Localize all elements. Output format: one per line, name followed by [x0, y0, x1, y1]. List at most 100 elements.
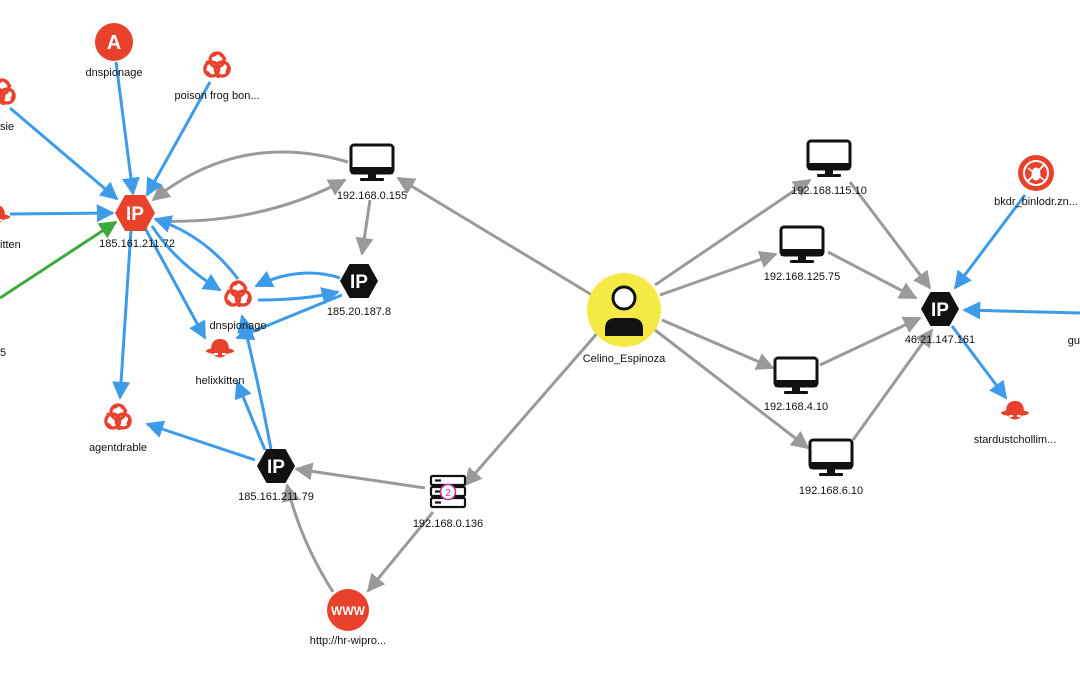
www-icon [327, 589, 369, 631]
node-sie-partial[interactable]: sie [0, 78, 16, 133]
hacker-icon [206, 339, 234, 358]
node-label: 192.168.0.136 [413, 518, 483, 530]
monitor-icon [808, 438, 854, 478]
monitor-icon [806, 139, 852, 179]
edge-ip208-to-dnspionage-mid [254, 270, 341, 288]
edge-410-to-ip46 [819, 316, 922, 367]
node-www-hr-wipro[interactable]: WWW http://hr-wipro... [310, 589, 386, 647]
node-label: 185.161.211.79 [238, 491, 314, 503]
node-label: 5 [0, 347, 6, 359]
node-agentdrable[interactable]: agentdrable [89, 403, 147, 454]
node-label: stardustchollim... [974, 434, 1057, 446]
node-host-192-168-0-155[interactable]: 192.168.0.155 [337, 143, 407, 202]
edges [0, 61, 1080, 593]
server-icon: 2 [429, 474, 467, 509]
node-label: agentdrable [89, 442, 147, 454]
biohazard-icon [224, 280, 252, 308]
ip-text: IP [931, 300, 949, 321]
node-label: 46.21.147.161 [905, 334, 975, 346]
node-label: 192.168.6.10 [799, 485, 863, 497]
node-label: http://hr-wipro... [310, 635, 386, 647]
node-host-192-168-125-75[interactable]: 192.168.125.75 [764, 225, 840, 283]
edge-poisonfrog-to-ip72 [145, 81, 212, 197]
edge-green-to-ip72 [0, 220, 118, 300]
biohazard-icon [0, 78, 16, 106]
edge-ip72-to-agentdrable [112, 229, 133, 400]
edge-celino-to-11510 [654, 178, 812, 287]
edge-itten-to-ip72 [9, 204, 115, 223]
node-stardustchollima[interactable]: stardustchollim... [974, 401, 1057, 446]
edge-ip72-to-dnspionage-mid [150, 225, 222, 292]
node-helixkitten[interactable]: helixkitten [196, 339, 245, 387]
biohazard-icon [104, 403, 132, 431]
edge-celino-to-610 [654, 328, 810, 450]
node-label: 185.20.187.8 [327, 306, 391, 318]
node-5-partial[interactable]: 5 [0, 347, 6, 359]
node-label: dnspionage [210, 320, 267, 332]
edge-gu-to-ip46 [962, 301, 1080, 320]
edge-celino-to-12575 [659, 250, 778, 297]
node-ip-185-161-211-79[interactable]: IP 185.161.211.79 [238, 449, 314, 503]
ip-text: IP [267, 457, 285, 478]
node-label: 192.168.115.10 [791, 185, 867, 197]
node-label: 192.168.125.75 [764, 271, 840, 283]
edge-celino-to-410 [661, 318, 775, 370]
node-gu-partial[interactable]: gu [1068, 335, 1080, 347]
edge-www-to-ip79 [281, 483, 335, 593]
edge-0155-to-ip72 [151, 150, 349, 202]
node-label: 185.161.211.72 [99, 238, 175, 250]
node-person-celino-espinoza[interactable]: Celino_Espinoza [583, 273, 666, 365]
node-ip-185-161-211-72[interactable]: IP 185.161.211.72 [99, 195, 175, 250]
edge-0136-to-www [366, 511, 435, 593]
edge-sie-to-ip72 [9, 106, 119, 201]
node-label: poison frog bon... [174, 90, 259, 102]
node-itten-partial[interactable]: itten [0, 205, 21, 251]
node-label: helixkitten [196, 375, 245, 387]
hacker-icon [1001, 401, 1029, 420]
edge-ip79-to-dnspionage-mid [237, 314, 273, 450]
edge-celino-to-0155 [396, 176, 593, 297]
node-host-192-168-4-10[interactable]: 192.168.4.10 [764, 356, 828, 413]
www-text: WWW [331, 604, 366, 618]
edge-11510-to-ip46 [848, 181, 932, 290]
no-bug-icon [1018, 155, 1054, 191]
node-dnspionage-mid[interactable]: dnspionage [210, 280, 267, 332]
edge-ip72-to-helixkitten [143, 227, 207, 340]
edge-bkdr-to-ip46 [953, 194, 1027, 290]
node-bkdr-binlodr[interactable]: bkdr_binlodr.zn... [994, 155, 1078, 208]
edge-dnspionage-top-to-ip72 [114, 61, 140, 196]
edge-ip72-to-0155 [156, 178, 347, 223]
node-ip-46-21-147-161[interactable]: IP 46.21.147.161 [905, 292, 975, 346]
actor-a-icon [95, 23, 133, 61]
biohazard-icon [203, 51, 231, 79]
node-label: dnspionage [86, 67, 143, 79]
actor-a-letter: A [107, 32, 121, 54]
monitor-icon [773, 356, 819, 396]
edge-ip79-to-agentdrable [145, 420, 256, 462]
edge-dnspionage-mid-to-ip208 [257, 287, 340, 305]
node-label: bkdr_binlodr.zn... [994, 196, 1078, 208]
node-label: itten [0, 239, 21, 251]
ip-text: IP [350, 272, 368, 293]
node-host-192-168-6-10[interactable]: 192.168.6.10 [799, 438, 863, 497]
monitor-icon [349, 143, 395, 183]
edge-0136-to-ip79 [294, 462, 426, 490]
svg-text:2: 2 [445, 488, 451, 499]
edge-ip79-to-helixkitten [234, 380, 267, 451]
edge-celino-to-0136 [463, 329, 602, 487]
node-label: gu [1068, 335, 1080, 347]
hacker-icon [0, 205, 10, 224]
node-dnspionage-top[interactable]: A dnspionage [86, 23, 143, 79]
node-ip-185-20-187-8[interactable]: IP 185.20.187.8 [327, 264, 391, 318]
edge-dnspionage-mid-to-ip72 [153, 215, 240, 280]
node-server-192-168-0-136[interactable]: 2 192.168.0.136 [413, 474, 483, 530]
edge-610-to-ip46 [851, 328, 934, 441]
node-host-192-168-115-10[interactable]: 192.168.115.10 [791, 139, 867, 197]
node-label: Celino_Espinoza [583, 353, 666, 365]
node-poison-frog[interactable]: poison frog bon... [174, 51, 260, 102]
node-label: sie [0, 121, 14, 133]
person-icon [587, 273, 661, 347]
edge-0155-to-ip208 [355, 199, 374, 256]
node-label: 192.168.0.155 [337, 190, 407, 202]
monitor-icon [779, 225, 825, 265]
